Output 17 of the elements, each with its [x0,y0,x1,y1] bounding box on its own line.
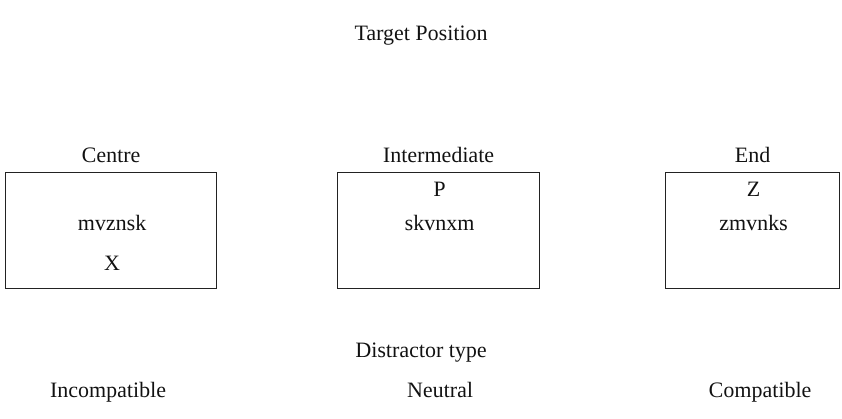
box-text: P [433,176,446,202]
box-text: Z [746,176,760,202]
box-heading: Intermediate [382,142,494,168]
box-text: skvnxm [404,210,474,236]
box-heading: Centre [82,142,140,168]
box-text: X [104,250,120,276]
box-text: mvznsk [78,210,146,236]
box-text: zmvnks [719,210,788,236]
stimulus-box [665,172,840,289]
category-label: Incompatible [50,377,166,403]
section-heading: Distractor type [355,337,487,363]
category-label: Compatible [708,377,812,403]
category-label: Neutral [407,377,473,403]
box-heading: End [734,142,770,168]
stimulus-box [337,172,540,289]
stimulus-box [5,172,217,289]
title: Target Position [354,20,488,46]
